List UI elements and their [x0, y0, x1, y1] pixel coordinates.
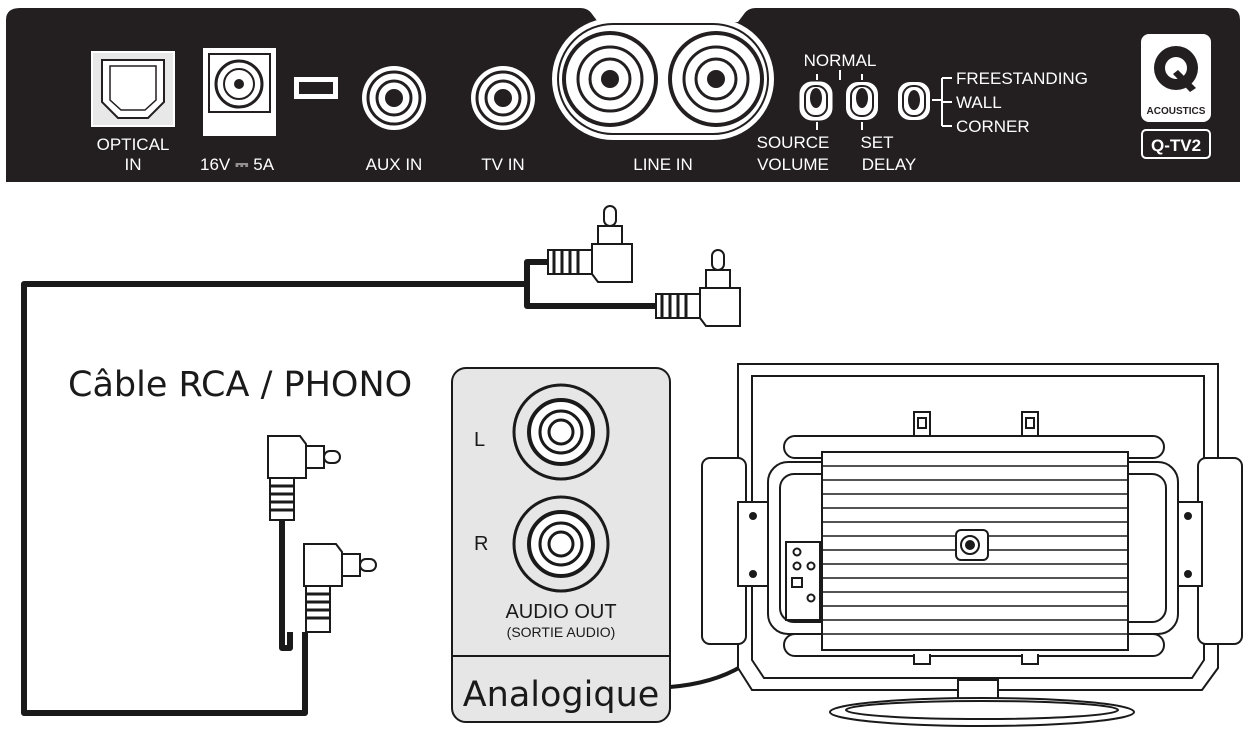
audio-out-sub-label: (SORTIE AUDIO)	[507, 624, 616, 640]
normal-label: NORMAL	[804, 51, 877, 70]
power-port	[203, 48, 276, 136]
speaker-rear-panel: OPTICAL IN 16V ⎓ 5A AUX IN	[6, 8, 1240, 182]
line-in-label: LINE IN	[633, 155, 693, 174]
rca-plug-top-2	[655, 249, 741, 327]
left-channel-label: L	[474, 429, 485, 451]
optical-label-line1: OPTICAL	[97, 135, 170, 154]
freestanding-label: FREESTANDING	[956, 69, 1088, 88]
svg-text:16V ⎓ 5A: 16V ⎓ 5A	[200, 155, 275, 174]
rca-plug-bottom-2	[303, 543, 377, 633]
aux-label: AUX IN	[366, 155, 423, 174]
audio-out-left-jack	[512, 383, 610, 481]
rca-plug-bottom-1	[267, 435, 341, 521]
rca-cable	[21, 259, 656, 716]
brand-logo: ACOUSTICS	[1141, 34, 1211, 122]
optical-in-port	[91, 51, 175, 127]
source-label: SOURCE	[757, 133, 830, 152]
service-port	[294, 77, 338, 99]
tv-in-label: TV IN	[481, 155, 524, 174]
placement-switch	[898, 82, 930, 120]
brand-logo-text: ACOUSTICS	[1147, 106, 1206, 117]
cable-title: Câble RCA / PHONO	[68, 365, 412, 405]
model-label: Q-TV2	[1151, 136, 1201, 155]
wall-label: WALL	[956, 93, 1002, 112]
rca-plug-top-1	[547, 205, 633, 283]
power-amp: 5A	[253, 155, 274, 174]
tv-in-jack	[471, 66, 535, 130]
source-volume-switch	[799, 81, 833, 121]
corner-label: CORNER	[956, 117, 1030, 136]
audio-out-right-jack	[512, 495, 610, 593]
set-label: SET	[860, 133, 893, 152]
delay-label: DELAY	[862, 155, 917, 174]
tv-rear-illustration	[701, 363, 1243, 727]
analog-mode-label: Analogique	[463, 675, 660, 715]
set-delay-switch	[846, 82, 878, 120]
tv-audio-out-box: L R AUDIO OUT (SORTIE AUDIO) Analogique	[451, 367, 671, 723]
right-channel-label: R	[474, 533, 488, 555]
line-in-jacks	[552, 18, 774, 140]
optical-label-line2: IN	[125, 155, 142, 174]
volume-label: VOLUME	[757, 155, 829, 174]
power-voltage: 16V	[200, 155, 231, 174]
dc-symbol: ⎓	[235, 155, 249, 174]
audio-out-label: AUDIO OUT	[505, 601, 616, 623]
model-badge: Q-TV2	[1141, 129, 1211, 159]
aux-in-jack	[362, 66, 426, 130]
